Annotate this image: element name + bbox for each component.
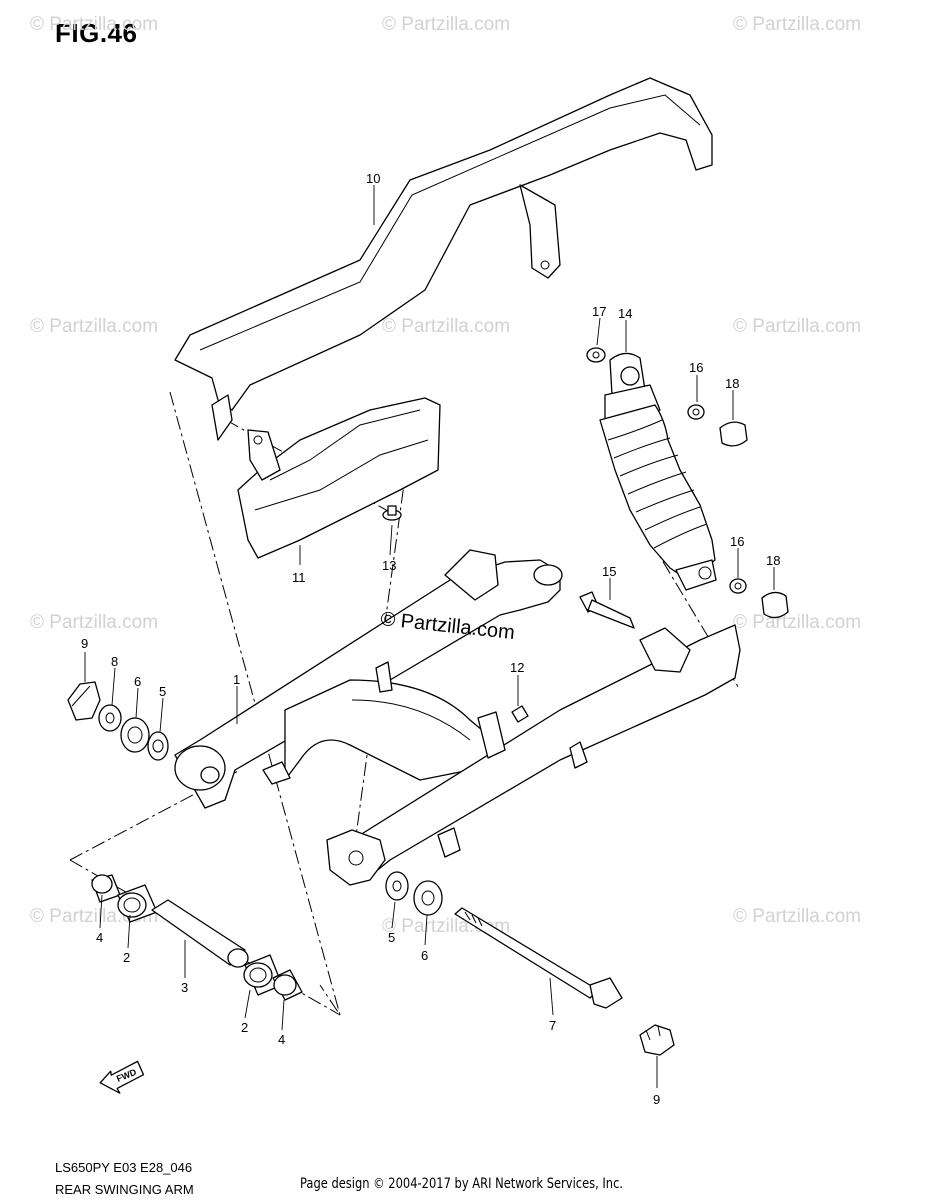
part-9-cap-right[interactable] bbox=[639, 1024, 675, 1056]
callout-13[interactable]: 13 bbox=[382, 558, 396, 573]
part-15-bolt[interactable] bbox=[579, 591, 635, 629]
part-9-cap-left[interactable] bbox=[67, 681, 101, 721]
part-6-dust-seal-left[interactable] bbox=[120, 717, 150, 753]
callout-3[interactable]: 3 bbox=[181, 980, 188, 995]
assembly-name: REAR SWINGING ARM bbox=[55, 1182, 194, 1197]
callout-2[interactable]: 2 bbox=[123, 950, 130, 965]
callout-2[interactable]: 2 bbox=[241, 1020, 248, 1035]
watermark: © Partzilla.com bbox=[382, 316, 510, 337]
watermark: © Partzilla.com bbox=[30, 14, 158, 35]
callout-16[interactable]: 16 bbox=[730, 534, 744, 549]
callout-5[interactable]: 5 bbox=[159, 684, 166, 699]
part-11-chain-guard[interactable] bbox=[237, 397, 441, 559]
callout-10[interactable]: 10 bbox=[366, 171, 380, 186]
callout-4[interactable]: 4 bbox=[278, 1032, 285, 1047]
part-2-bearing-right[interactable] bbox=[243, 954, 283, 996]
callouts: 10 17 14 16 18 13 11 16 18 15 9 8 6 5 1 … bbox=[81, 171, 780, 1107]
part-16-washer-lower[interactable] bbox=[729, 578, 747, 594]
callout-16[interactable]: 16 bbox=[689, 360, 703, 375]
part-6-dust-seal-right[interactable] bbox=[413, 880, 443, 916]
callout-8[interactable]: 8 bbox=[111, 654, 118, 669]
watermark: © Partzilla.com bbox=[30, 612, 158, 633]
part-18-cap-nut-lower[interactable] bbox=[761, 591, 789, 619]
callout-9[interactable]: 9 bbox=[653, 1092, 660, 1107]
callout-6[interactable]: 6 bbox=[134, 674, 141, 689]
part-7-pivot-shaft[interactable] bbox=[454, 907, 623, 1009]
watermark: © Partzilla.com bbox=[733, 906, 861, 927]
callout-1[interactable]: 1 bbox=[233, 672, 240, 687]
watermark: © Partzilla.com bbox=[30, 316, 158, 337]
callout-14[interactable]: 14 bbox=[618, 306, 632, 321]
watermark: © Partzilla.com bbox=[733, 316, 861, 337]
part-3-spacer[interactable] bbox=[151, 899, 249, 968]
watermark: © Partzilla.com bbox=[733, 14, 861, 35]
model-code: LS650PY E03 E28_046 bbox=[55, 1160, 193, 1175]
part-4-bushing-right[interactable] bbox=[272, 969, 303, 1001]
copyright-notice: Page design © 2004-2017 by ARI Network S… bbox=[300, 1176, 624, 1192]
callout-7[interactable]: 7 bbox=[549, 1018, 556, 1033]
part-8-washer[interactable] bbox=[98, 704, 122, 732]
part-18-cap-nut-upper[interactable] bbox=[719, 421, 748, 447]
part-2-bearing-left[interactable] bbox=[117, 884, 158, 923]
callout-6[interactable]: 6 bbox=[421, 948, 428, 963]
forward-arrow-icon: FWD bbox=[99, 1060, 145, 1094]
callout-17[interactable]: 17 bbox=[592, 304, 606, 319]
part-1-swinging-arm[interactable] bbox=[174, 549, 741, 886]
part-10-chain-case[interactable] bbox=[174, 77, 713, 441]
callout-11[interactable]: 11 bbox=[292, 570, 306, 585]
part-13-screw[interactable] bbox=[382, 505, 402, 521]
callout-15[interactable]: 15 bbox=[602, 564, 616, 579]
part-14-rear-shock-absorber[interactable] bbox=[599, 352, 717, 591]
part-16-washer-upper[interactable] bbox=[687, 404, 705, 420]
figure-title: FIG.46 bbox=[55, 18, 138, 48]
watermark-layer: © Partzilla.com © Partzilla.com © Partzi… bbox=[30, 14, 861, 937]
callout-5[interactable]: 5 bbox=[388, 930, 395, 945]
callout-18[interactable]: 18 bbox=[766, 553, 780, 568]
part-17-washer[interactable] bbox=[586, 347, 606, 363]
part-5-washer-right[interactable] bbox=[385, 871, 409, 901]
leader-lines bbox=[84, 185, 775, 1088]
part-12-bolt[interactable] bbox=[511, 705, 529, 723]
callout-4[interactable]: 4 bbox=[96, 930, 103, 945]
watermark: © Partzilla.com bbox=[733, 612, 861, 633]
callout-12[interactable]: 12 bbox=[510, 660, 524, 675]
callout-9[interactable]: 9 bbox=[81, 636, 88, 651]
callout-18[interactable]: 18 bbox=[725, 376, 739, 391]
part-4-bushing-left[interactable] bbox=[91, 874, 121, 903]
part-5-washer-left[interactable] bbox=[147, 731, 169, 761]
watermark: © Partzilla.com bbox=[382, 14, 510, 35]
